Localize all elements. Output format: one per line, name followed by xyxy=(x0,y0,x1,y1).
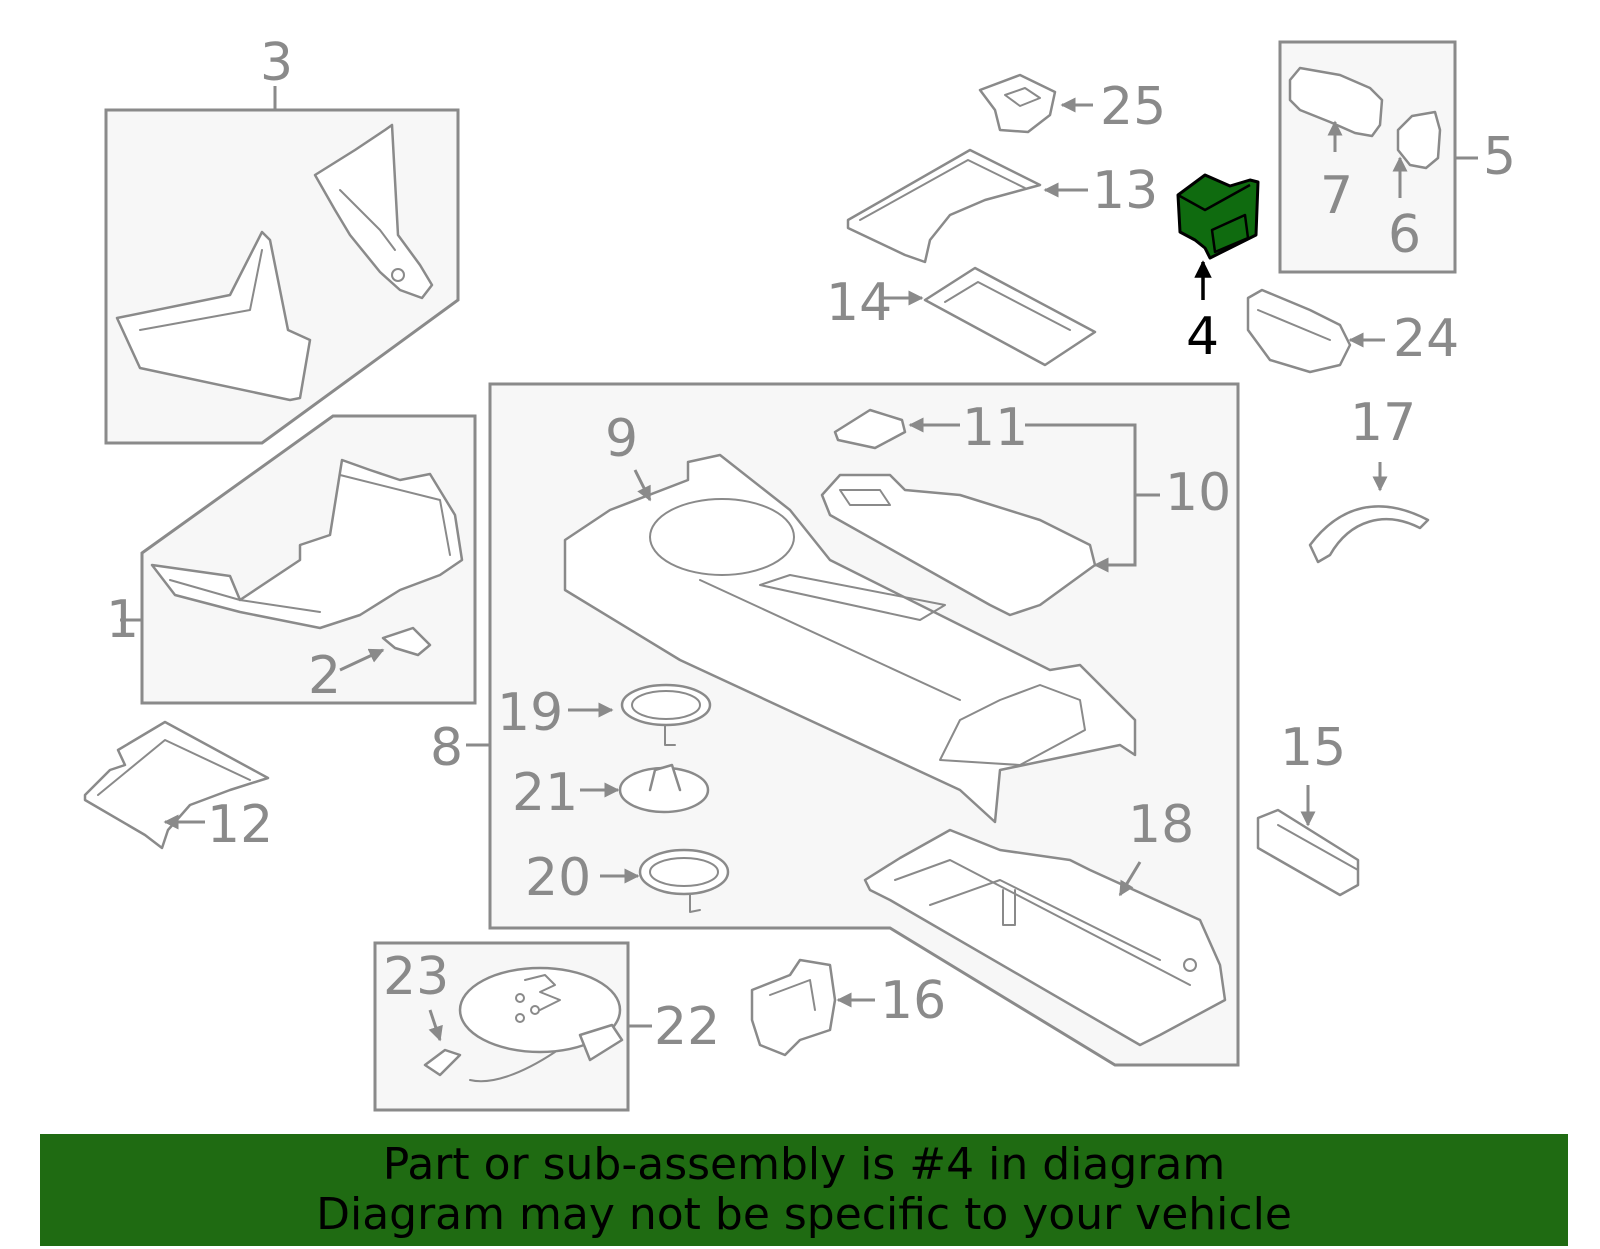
callout-14: 14 xyxy=(826,273,892,333)
callout-12: 12 xyxy=(207,795,273,855)
callout-17: 17 xyxy=(1350,393,1416,453)
banner-line-2: Diagram may not be specific to your vehi… xyxy=(316,1189,1292,1240)
callout-8: 8 xyxy=(430,718,463,778)
part-12 xyxy=(83,720,270,850)
part-25 xyxy=(978,73,1057,134)
callout-4: 4 xyxy=(1186,307,1219,367)
callout-3: 3 xyxy=(260,33,293,93)
part-14 xyxy=(923,266,1097,367)
callout-11: 11 xyxy=(962,398,1028,458)
part-4-highlighted[interactable] xyxy=(1176,173,1260,260)
callout-labels: 1 2 3 4 5 6 7 8 9 10 11 12 13 14 15 16 1… xyxy=(106,33,1516,1057)
callout-24: 24 xyxy=(1393,309,1459,369)
part-15 xyxy=(1256,808,1360,897)
group-box-5 xyxy=(1278,40,1478,274)
banner-line-1: Part or sub-assembly is #4 in diagram xyxy=(382,1139,1226,1190)
callout-16: 16 xyxy=(880,971,946,1031)
part-17 xyxy=(1308,505,1430,564)
callout-2: 2 xyxy=(308,646,341,706)
group-box-3 xyxy=(104,86,460,445)
callout-22: 22 xyxy=(654,997,720,1057)
callout-19: 19 xyxy=(497,683,563,743)
callout-9: 9 xyxy=(605,409,638,469)
leader-lines xyxy=(163,97,1408,1042)
callout-5: 5 xyxy=(1483,127,1516,187)
callout-18: 18 xyxy=(1128,795,1194,855)
callout-21: 21 xyxy=(512,763,578,823)
info-banner: Part or sub-assembly is #4 in diagram Di… xyxy=(40,1134,1568,1246)
part-13 xyxy=(846,148,1042,264)
group-box-1 xyxy=(120,414,477,705)
callout-13: 13 xyxy=(1092,161,1158,221)
callout-15: 15 xyxy=(1280,718,1346,778)
callout-1: 1 xyxy=(106,590,139,650)
callout-6: 6 xyxy=(1388,205,1421,265)
callout-7: 7 xyxy=(1320,166,1353,226)
part-24 xyxy=(1246,288,1352,374)
callout-25: 25 xyxy=(1100,77,1166,137)
part-16 xyxy=(750,958,837,1057)
callout-10: 10 xyxy=(1165,463,1231,523)
group-box-8 xyxy=(466,382,1240,1067)
group-box-22 xyxy=(373,941,652,1112)
callout-23: 23 xyxy=(383,947,449,1007)
callout-20: 20 xyxy=(525,848,591,908)
